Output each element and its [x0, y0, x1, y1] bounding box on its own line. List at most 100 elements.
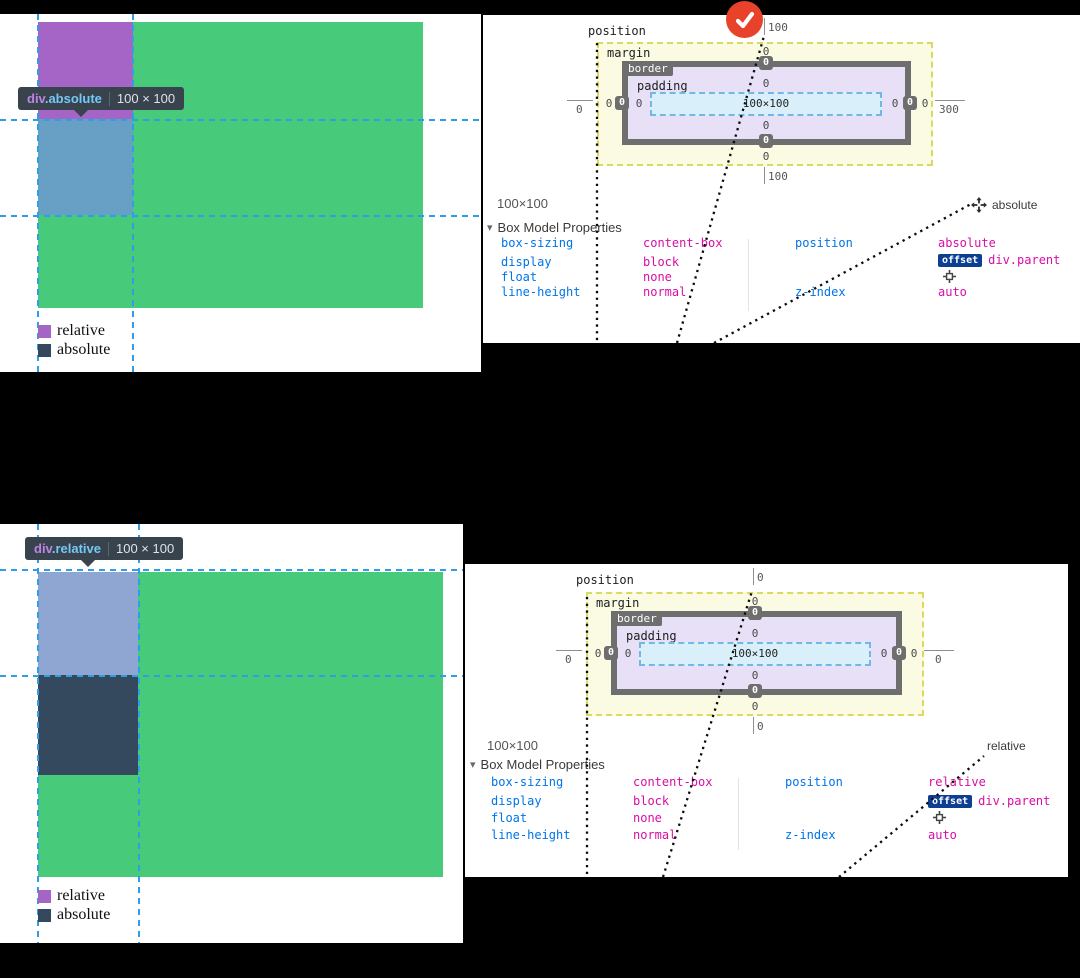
- inspect-guide-right: [138, 524, 140, 943]
- column-divider: [748, 239, 749, 311]
- element-size-text: 100×100: [497, 196, 548, 211]
- position-bottom-value[interactable]: 0: [757, 720, 764, 733]
- content-size-box: 100×100: [650, 92, 882, 116]
- padding-right-value[interactable]: 0: [880, 647, 888, 660]
- inspect-tooltip-relative: div.relative 100 × 100: [25, 537, 184, 567]
- absolute-navy-box: [38, 675, 138, 775]
- padding-label: padding: [637, 79, 688, 93]
- val-z-index: auto: [938, 285, 967, 299]
- section-title: Box Model Properties: [480, 757, 605, 772]
- target-crosshair-icon: [933, 811, 946, 824]
- border-top-value[interactable]: 0: [748, 606, 762, 620]
- margin-bottom-value[interactable]: 0: [751, 700, 759, 713]
- box-model-properties-header[interactable]: ▾ Box Model Properties: [487, 220, 622, 235]
- position-right-value[interactable]: 0: [935, 653, 942, 666]
- legend-item-absolute: absolute: [38, 341, 110, 359]
- border-left-value[interactable]: 0: [604, 646, 618, 660]
- position-top-tick: [753, 568, 754, 585]
- border-left-value[interactable]: 0: [615, 96, 629, 110]
- devtools-panel-relative: position 0 margin 0 border 0 padding 0 1…: [465, 564, 1068, 877]
- tooltip-class: .absolute: [44, 91, 102, 106]
- position-bottom-value[interactable]: 100: [768, 170, 788, 183]
- prop-box-sizing: box-sizing: [491, 775, 564, 789]
- position-bottom-tick: [764, 167, 765, 184]
- border-bottom-value[interactable]: 0: [748, 684, 762, 698]
- padding-top-value[interactable]: 0: [751, 627, 759, 640]
- position-right-value[interactable]: 300: [939, 103, 959, 116]
- offset-parent-row[interactable]: offset div.parent: [928, 794, 1050, 808]
- border-top-value[interactable]: 0: [759, 56, 773, 70]
- padding-left-value[interactable]: 0: [635, 97, 643, 110]
- position-top-tick: [764, 18, 765, 35]
- position-right-line: [924, 650, 954, 651]
- check-badge-icon: [726, 1, 763, 38]
- relative-highlight-box: [38, 572, 138, 675]
- border-label: border: [612, 612, 662, 626]
- margin-left-value[interactable]: 0: [594, 647, 602, 660]
- box-model-properties-header[interactable]: ▾ Box Model Properties: [470, 757, 605, 772]
- margin-left-value[interactable]: 0: [605, 97, 613, 110]
- margin-label: margin: [607, 46, 651, 60]
- padding-right-value[interactable]: 0: [891, 97, 899, 110]
- tooltip-divider: [108, 91, 110, 106]
- legend-label: absolute: [57, 341, 111, 358]
- disclosure-triangle-icon[interactable]: ▾: [487, 222, 493, 234]
- tooltip-divider: [107, 541, 109, 556]
- offset-parent-link[interactable]: div.parent: [978, 794, 1051, 808]
- padding-label: padding: [626, 629, 677, 643]
- val-display: block: [633, 794, 670, 808]
- inspect-guide-top: [0, 569, 463, 571]
- tooltip-class: .relative: [51, 541, 101, 556]
- inspect-guide-bottom: [0, 675, 463, 677]
- position-top-value[interactable]: 0: [757, 571, 764, 584]
- padding-top-value[interactable]: 0: [762, 77, 770, 90]
- val-position: absolute: [938, 236, 996, 250]
- margin-top-value[interactable]: 0: [751, 595, 759, 608]
- position-left-value[interactable]: 0: [576, 103, 583, 116]
- margin-label: margin: [596, 596, 640, 610]
- padding-left-value[interactable]: 0: [624, 647, 632, 660]
- tooltip-dimensions: 100 × 100: [115, 541, 175, 556]
- cursor-annotation-label: absolute: [992, 198, 1038, 212]
- position-top-value[interactable]: 100: [768, 21, 788, 34]
- padding-bottom-value[interactable]: 0: [762, 119, 770, 132]
- inspect-guide-top: [0, 119, 481, 121]
- margin-top-value[interactable]: 0: [762, 45, 770, 58]
- border-right-value[interactable]: 0: [903, 96, 917, 110]
- devtools-panel-absolute: position 100 margin 0 border 0 padding 0…: [483, 15, 1080, 343]
- margin-right-value[interactable]: 0: [910, 647, 918, 660]
- page-panel-absolute: div.absolute 100 × 100 relative absolute: [0, 14, 481, 372]
- prop-z-index: z-index: [795, 285, 846, 299]
- tooltip-tag: div: [27, 91, 45, 106]
- position-left-line: [556, 650, 582, 651]
- prop-float: float: [501, 270, 538, 284]
- inspect-guide-left: [37, 524, 39, 943]
- prop-float: float: [491, 811, 528, 825]
- prop-display: display: [491, 794, 542, 808]
- margin-bottom-value[interactable]: 0: [762, 150, 770, 163]
- margin-right-value[interactable]: 0: [921, 97, 929, 110]
- position-layer-label: position: [588, 24, 646, 38]
- position-left-line: [567, 100, 593, 101]
- offset-parent-row[interactable]: offset div.parent: [938, 253, 1060, 267]
- element-size-text: 100×100: [487, 738, 538, 753]
- position-layer-label: position: [576, 573, 634, 587]
- column-divider: [738, 778, 739, 850]
- section-title: Box Model Properties: [497, 220, 622, 235]
- cursor-annotation-label: relative: [987, 739, 1026, 753]
- inspect-tooltip-absolute: div.absolute 100 × 100: [18, 87, 185, 117]
- page-panel-relative: div.relative 100 × 100 relative absolute: [0, 524, 463, 943]
- position-left-value[interactable]: 0: [565, 653, 572, 666]
- border-right-value[interactable]: 0: [892, 646, 906, 660]
- prop-z-index: z-index: [785, 828, 836, 842]
- disclosure-triangle-icon[interactable]: ▾: [470, 759, 476, 771]
- padding-bottom-value[interactable]: 0: [751, 669, 759, 682]
- relative-swatch: [38, 324, 51, 338]
- inspect-guide-bottom: [0, 215, 481, 217]
- prop-line-height: line-height: [491, 828, 571, 842]
- border-bottom-value[interactable]: 0: [759, 134, 773, 148]
- offset-parent-link[interactable]: div.parent: [988, 253, 1061, 267]
- prop-position: position: [795, 236, 853, 250]
- legend-label: relative: [57, 887, 105, 904]
